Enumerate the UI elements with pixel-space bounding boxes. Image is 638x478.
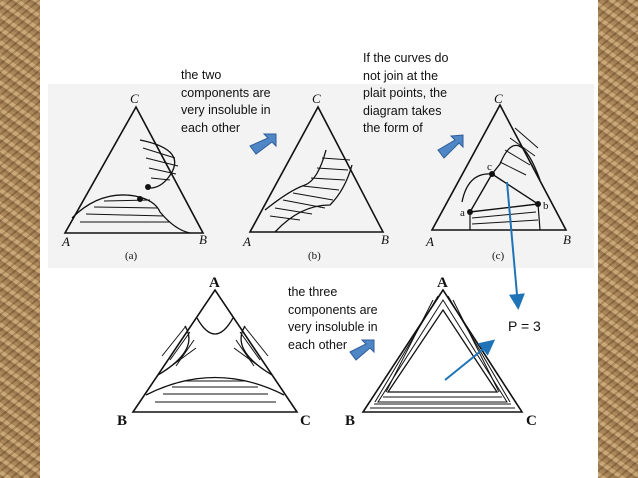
caption-two-insoluble: the two components are very insoluble in… [181, 68, 271, 135]
label-b-apex: C [312, 91, 321, 106]
label-c-right: B [563, 232, 571, 247]
caption-a: (a) [125, 250, 138, 262]
label-bl-apex: A [209, 275, 220, 291]
label-br-left: B [345, 413, 355, 429]
label-bl-right: C [300, 413, 311, 429]
label-b-left: A [242, 234, 251, 249]
phase-count-label: P = 3 [508, 318, 541, 334]
label-b-right: B [381, 232, 389, 247]
label-c-left: A [425, 234, 434, 249]
label-br-right: C [526, 413, 537, 429]
caption-b: (b) [308, 250, 321, 262]
arrow-into-three-phase-icon [444, 339, 496, 381]
caption-c: (c) [492, 250, 505, 262]
triangle-a [63, 105, 205, 234]
label-bl-left: B [117, 413, 127, 429]
label-c-apex: C [494, 91, 503, 106]
pointer-arrow-3-icon [349, 339, 375, 361]
arrow-to-p3-icon [506, 181, 525, 310]
triangle-c [430, 103, 568, 231]
point-c: c [487, 161, 492, 173]
caption-curves-not-join: If the curves do not join at the plait p… [363, 51, 449, 135]
diagram-bottom-left: A B C [117, 275, 311, 429]
label-a-apex: C [130, 91, 139, 106]
label-a-left: A [61, 234, 70, 249]
pointer-arrow-1-icon [249, 133, 277, 155]
pointer-arrow-2-icon [437, 134, 464, 159]
triangle-bottom-left [131, 288, 299, 413]
diagram-a: C A B (a) [61, 91, 207, 262]
diagram-c: C A B c a b (c) [425, 91, 571, 262]
label-a-right: B [199, 232, 207, 247]
caption-three-insoluble: the three components are very insoluble … [288, 285, 378, 352]
label-br-apex: A [437, 275, 448, 291]
top-figure-background [48, 84, 594, 268]
point-b: b [543, 200, 549, 212]
diagram-b: C A B (b) [242, 91, 389, 262]
point-a: a [460, 207, 465, 219]
